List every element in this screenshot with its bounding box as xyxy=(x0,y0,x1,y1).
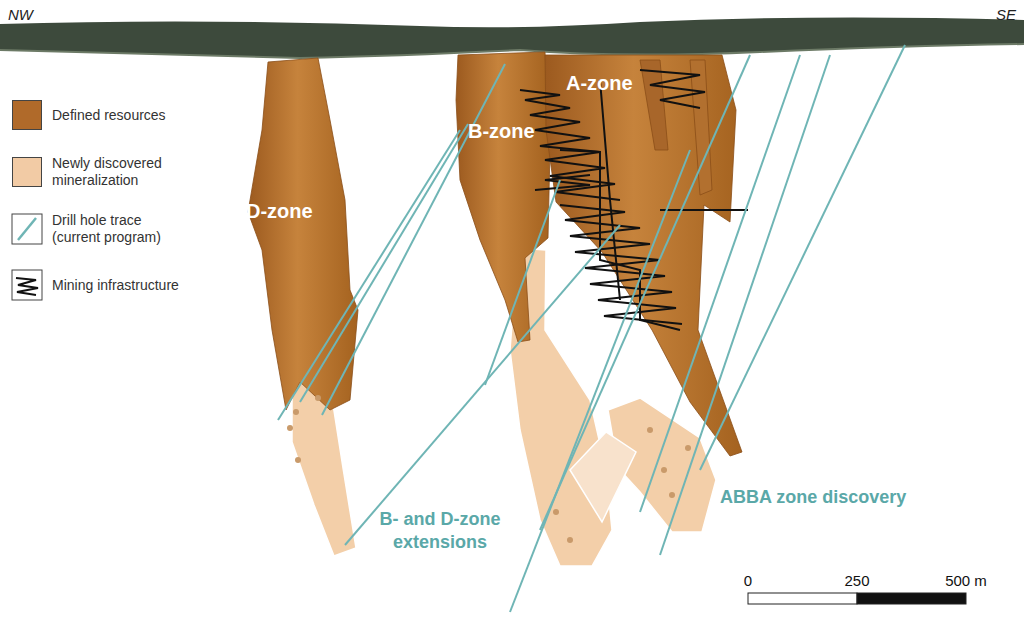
zone-label: A-zone xyxy=(566,72,633,95)
legend-swatch xyxy=(12,157,42,187)
legend-text: Newly discovered mineralization xyxy=(52,155,180,189)
terrain xyxy=(0,17,1024,58)
legend-text: Drill hole trace (current program) xyxy=(52,212,180,246)
defined-resources xyxy=(248,52,742,456)
zone-label: D-zone xyxy=(246,200,313,223)
scale-label: 250 xyxy=(844,572,869,589)
zone-label: B-zone xyxy=(468,120,535,143)
scale-white xyxy=(748,593,857,604)
scale-label: 0 xyxy=(744,572,752,589)
legend-swatch xyxy=(12,100,42,130)
infra-sample-box xyxy=(12,270,42,300)
infra-sample xyxy=(16,278,38,295)
drill-sample-line xyxy=(18,218,36,240)
direction-label: NW xyxy=(8,6,33,23)
zone-annotation: ABBA zone discovery xyxy=(720,487,906,508)
drill-sample-box xyxy=(12,214,42,244)
scale-black xyxy=(857,593,966,604)
legend-text: Defined resources xyxy=(52,107,180,124)
zone-annotation: B- and D-zone extensions xyxy=(365,508,515,555)
direction-label: SE xyxy=(996,6,1016,23)
scale-label: 500 m xyxy=(945,572,987,589)
legend-text: Mining infrastructure xyxy=(52,277,180,294)
drill-holes xyxy=(278,45,905,612)
